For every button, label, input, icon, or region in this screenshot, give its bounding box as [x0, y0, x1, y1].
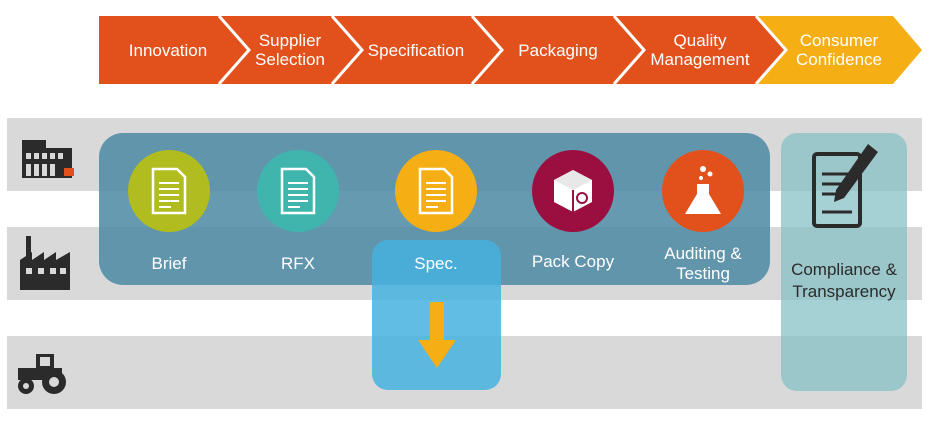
auditing-label: Auditing & Testing — [664, 244, 742, 283]
signature-document-icon — [812, 144, 878, 228]
spec-label: Spec. — [414, 254, 458, 273]
tractor-icon — [18, 354, 66, 394]
brief-label: Brief — [151, 254, 187, 273]
flask-icon — [685, 166, 721, 214]
chevron-specification — [332, 16, 502, 84]
chevron-supplier-selection — [219, 16, 362, 84]
chevron-label-supplier-selection: Supplier Selection — [255, 31, 325, 69]
auditing-step-circle — [662, 150, 744, 232]
chevron-consumer-confidence — [756, 16, 922, 84]
chevron-label-consumer-confidence: Consumer Confidence — [795, 31, 882, 69]
arrow-down-icon — [418, 302, 456, 368]
document-icon — [280, 167, 316, 215]
chevron-label-quality-management: Quality Management — [650, 31, 750, 69]
document-icon — [418, 167, 454, 215]
chevron-innovation — [99, 16, 249, 84]
chevron-label-innovation: Innovation — [128, 40, 208, 60]
warehouse-icon — [22, 140, 74, 178]
spec-step-circle — [395, 150, 477, 232]
rfx-step-circle — [257, 150, 339, 232]
pack-copy-label: Pack Copy — [531, 252, 615, 271]
chevron-packaging — [472, 16, 644, 84]
pack-copy-step-circle — [532, 150, 614, 232]
chevron-label-specification: Specification — [367, 40, 465, 60]
chevron-label-packaging: Packaging — [518, 40, 598, 60]
compliance-panel — [781, 133, 907, 391]
chevron-quality-management — [614, 16, 786, 84]
package-icon — [554, 170, 592, 212]
brief-step-circle — [128, 150, 210, 232]
document-icon — [151, 167, 187, 215]
factory-icon — [20, 236, 70, 290]
rfx-label: RFX — [281, 254, 315, 273]
compliance-label: Compliance & Transparency — [791, 260, 897, 301]
value-chain-bar — [99, 15, 922, 85]
